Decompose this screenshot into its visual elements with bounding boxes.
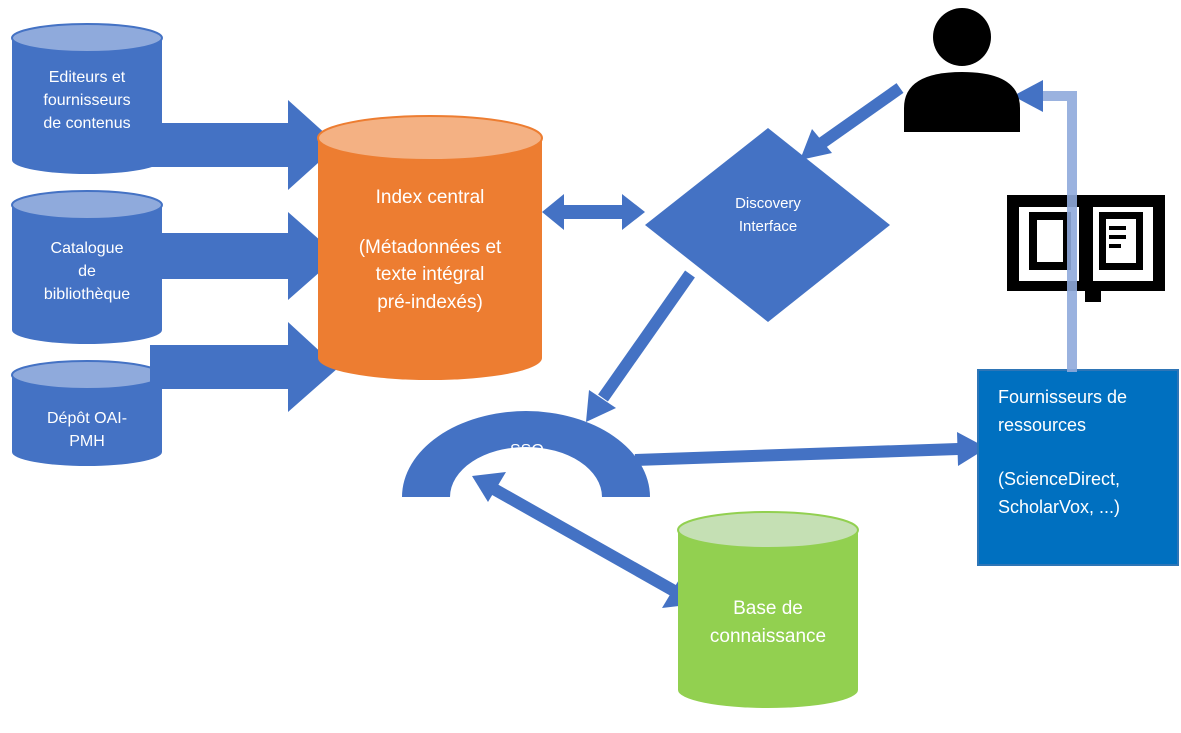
discovery-interface-diamond: [645, 128, 890, 322]
arrow-providers-to-user: [1013, 80, 1043, 112]
sso-arch: [402, 411, 650, 497]
arrow-sso-to-providers: [957, 432, 987, 466]
source-label-editeurs: Editeurs et fournisseurs de contenus: [43, 69, 131, 133]
knowledge-base-label: Base de connaissance: [709, 598, 827, 647]
arrow-discovery-to-sso: [586, 390, 616, 422]
arrow-editeurs-to-index: [150, 100, 338, 190]
providers-label: Fournisseurs de ressources (ScienceDirec…: [998, 387, 1128, 517]
source-label-catalogue: Catalogue de bibliothèque: [43, 240, 131, 304]
book-icon: [1007, 195, 1165, 302]
arrow-depot-to-index: [150, 322, 338, 412]
index-central-title: Index central: [375, 187, 485, 208]
index-central-label: Index central (Métadonnées et texte inté…: [325, 184, 535, 316]
arrow-sso-end: [472, 472, 506, 502]
source-cylinder-depot: [11, 360, 163, 466]
arrow-index-discovery: [542, 194, 645, 230]
discovery-interface-label: Discovery Interface: [735, 195, 801, 235]
sso-label: SSO: [510, 442, 544, 459]
user-icon: [904, 8, 1020, 132]
source-cylinder-catalogue: [11, 190, 163, 344]
providers-box: [977, 369, 1179, 566]
arrow-user-to-discovery: [800, 129, 832, 160]
index-central-cylinder: [317, 115, 543, 380]
knowledge-base-cylinder: [677, 511, 859, 708]
source-cylinder-editeurs: [11, 23, 163, 174]
source-label-depot: Dépôt OAI- PMH: [46, 410, 128, 451]
arrow-catalogue-to-index: [150, 212, 338, 300]
